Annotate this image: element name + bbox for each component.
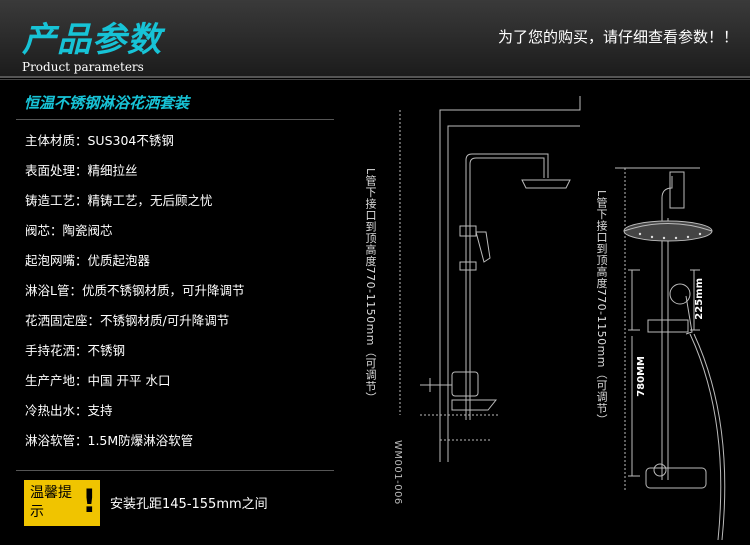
tip-label: 温馨提示 <box>30 485 72 520</box>
spec-panel: 恒温不锈钢淋浴花洒套装 主体材质：SUS304不锈钢 表面处理：精细拉丝 铸造工… <box>16 88 334 456</box>
page-title: 产品参数 <box>22 20 162 60</box>
spec-handheld: 手持花洒：不锈钢 <box>25 343 126 358</box>
divider <box>16 470 334 471</box>
exclamation-icon: ! <box>82 482 97 520</box>
spec-list: 主体材质：SUS304不锈钢 表面处理：精细拉丝 铸造工艺：精铸工艺，无后顾之忧… <box>16 126 334 456</box>
spec-valve: 阀芯：陶瓷阀芯 <box>25 223 113 238</box>
spec-holder: 花洒固定座：不锈钢材质/可升降调节 <box>25 313 230 328</box>
spec-hose: 淋浴软管：1.5M防爆淋浴软管 <box>25 433 194 448</box>
left-height-label: L管下接口到顶高度770-1150mm（可调节） <box>364 168 377 404</box>
page-subtitle: Product parameters <box>22 60 144 74</box>
model-number: WM001-006 <box>392 440 403 505</box>
spec-origin: 生产产地：中国 开平 水口 <box>25 373 171 388</box>
tip-badge: 温馨提示 ! <box>24 480 100 526</box>
spec-surface: 表面处理：精细拉丝 <box>25 163 138 178</box>
spec-casting: 铸造工艺：精铸工艺，无后顾之忧 <box>25 193 213 208</box>
dimension-780: 780MM <box>636 356 647 397</box>
product-name: 恒温不锈钢淋浴花洒套装 <box>16 88 334 120</box>
right-height-label: L管下接口到顶高度770-1150mm（可调节） <box>595 190 608 426</box>
spec-material: 主体材质：SUS304不锈钢 <box>25 133 174 148</box>
divider <box>0 79 750 80</box>
spec-aerator: 起泡网嘴：优质起泡器 <box>25 253 151 268</box>
spec-l-pipe: 淋浴L管：优质不锈钢材质，可升降调节 <box>25 283 245 298</box>
tip-text: 安装孔距145-155mm之间 <box>110 497 268 512</box>
header: 产品参数 Product parameters 为了您的购买，请仔细查看参数！！ <box>0 0 750 78</box>
header-note: 为了您的购买，请仔细查看参数！！ <box>497 28 738 46</box>
dimension-225: 225mm <box>694 278 705 320</box>
spec-hot-cold: 冷热出水：支持 <box>25 403 113 418</box>
